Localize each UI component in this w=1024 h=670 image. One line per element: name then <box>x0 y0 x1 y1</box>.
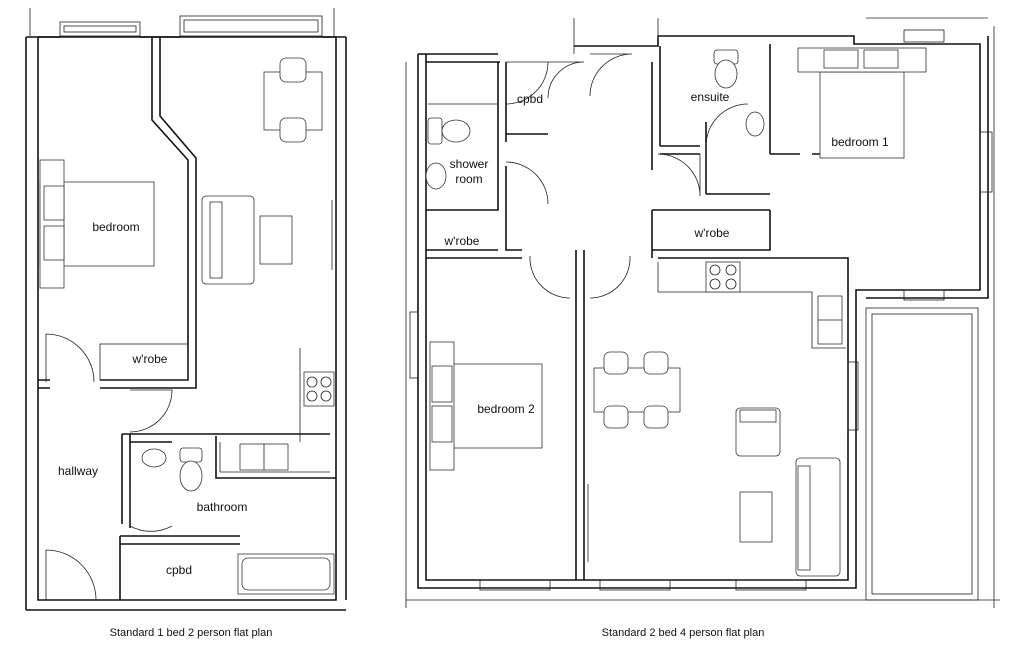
room-label-wrobe-left: w'robe <box>444 234 480 248</box>
room-label-wrobe: w'robe <box>132 352 168 366</box>
room-label-bedroom-2: bedroom 2 <box>477 402 535 416</box>
room-label-cpbd: cpbd <box>517 92 543 106</box>
plan2-bed-2 <box>429 341 543 471</box>
plan1-bathroom-fittings <box>141 447 335 595</box>
plan2-bed-1 <box>797 47 927 159</box>
room-label-bedroom-1: bedroom 1 <box>831 135 889 149</box>
room-label-bathroom: bathroom <box>197 500 248 514</box>
plan2-doors <box>505 53 749 299</box>
plan1-doors <box>45 333 173 601</box>
room-label-room: room <box>455 172 482 186</box>
room-label-cpbd: cpbd <box>166 563 192 577</box>
plan-2-bed: cpbd shower room ensuite bedroom 1 w'rob… <box>405 17 1000 639</box>
plan2-inner-walls <box>426 44 848 580</box>
plan-1-bed: bedroom w'robe hallway bathroom cpbd Sta… <box>25 8 347 639</box>
plan1-inner-walls <box>38 37 336 600</box>
room-label-ensuite: ensuite <box>691 90 730 104</box>
room-label-shower: shower <box>450 157 489 171</box>
plan1-labels: bedroom w'robe hallway bathroom cpbd Sta… <box>58 220 272 639</box>
plan2-outer-walls <box>405 17 1000 608</box>
plan2-bathroom-fittings <box>425 49 765 190</box>
plan1-living-furniture <box>201 57 335 471</box>
plan-caption-1-bed: Standard 1 bed 2 person flat plan <box>110 627 273 639</box>
plan2-living-furniture <box>587 261 846 577</box>
plan1-double-bed <box>39 159 155 289</box>
room-label-hallway: hallway <box>58 464 98 478</box>
plan2-labels: cpbd shower room ensuite bedroom 1 w'rob… <box>444 90 890 639</box>
room-label-bedroom: bedroom <box>92 220 139 234</box>
plan-caption-2-bed: Standard 2 bed 4 person flat plan <box>602 627 765 639</box>
room-label-wrobe-right: w'robe <box>694 226 730 240</box>
